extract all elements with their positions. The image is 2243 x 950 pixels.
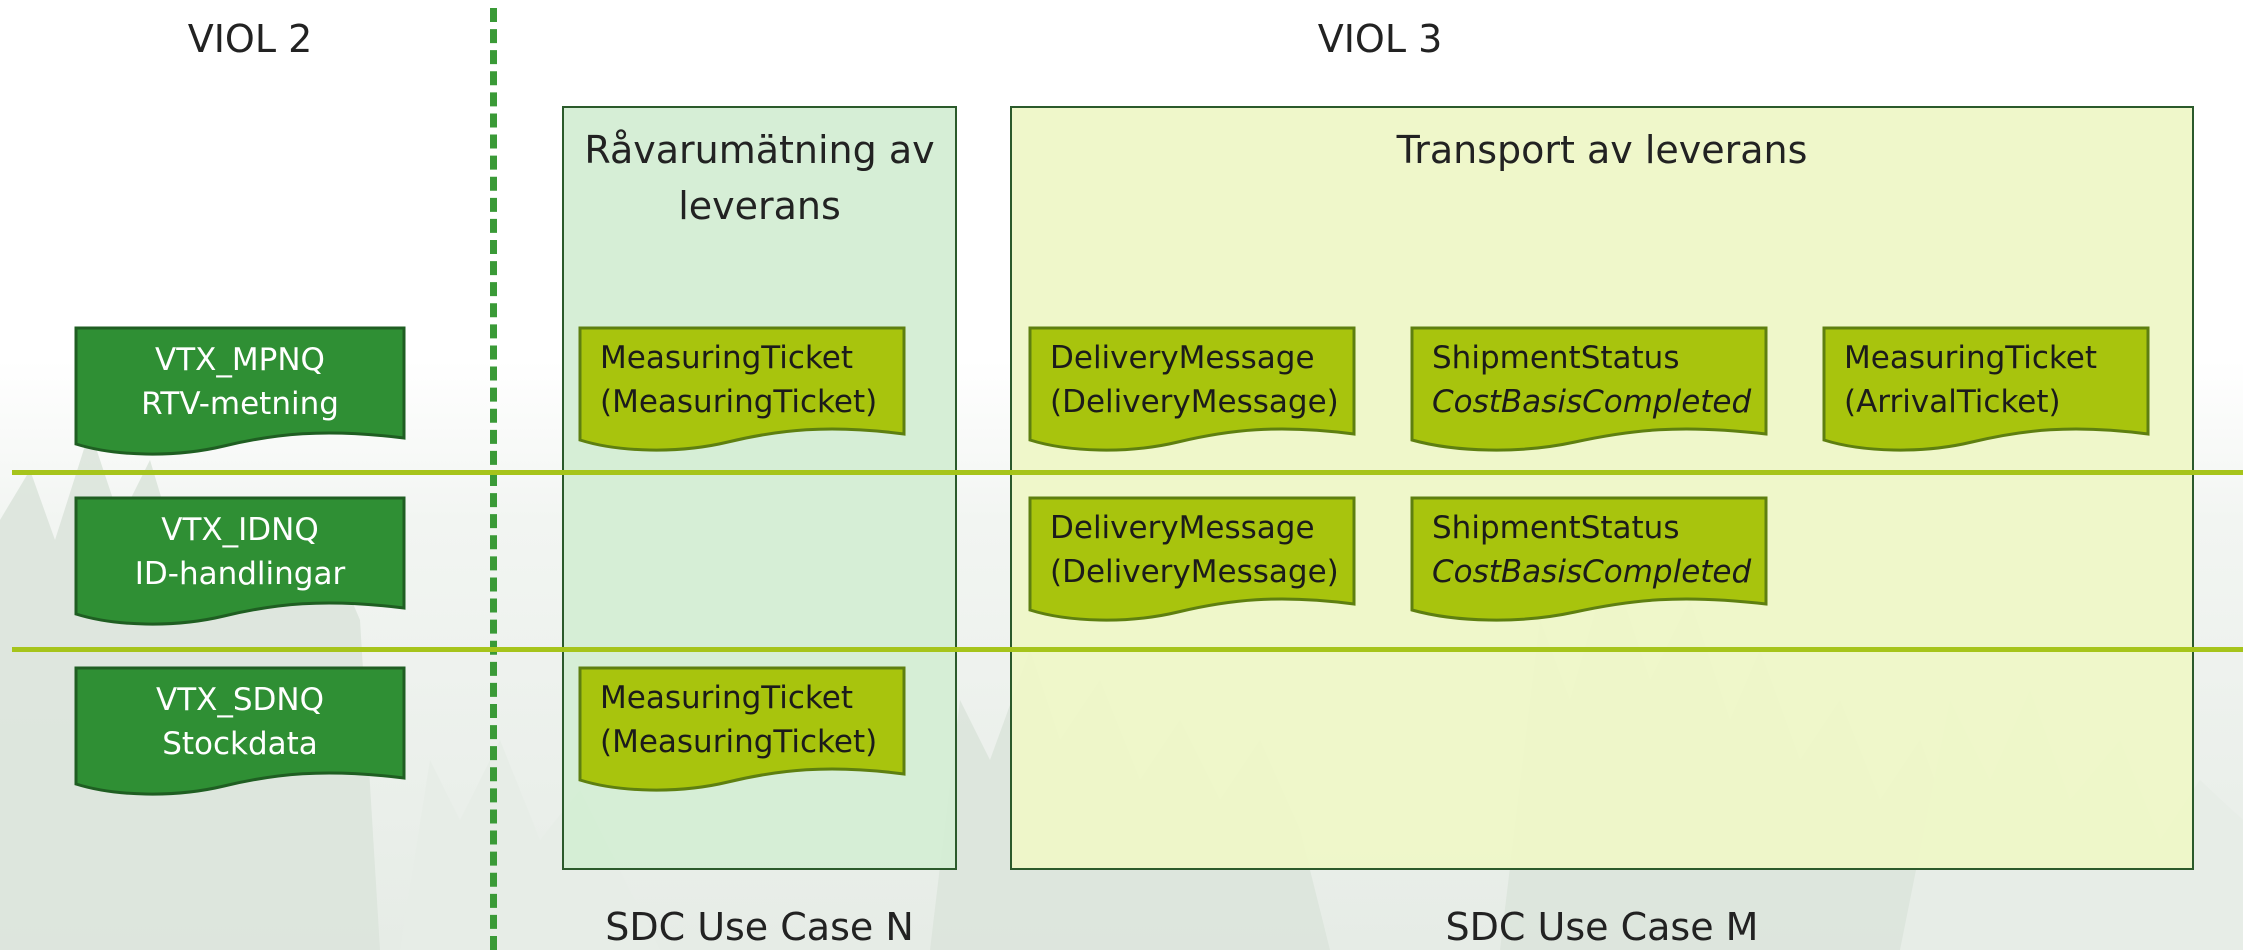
message-doc-text: MeasuringTicket (MeasuringTicket)	[600, 676, 877, 764]
message-doc-r1-delivery-message: DeliveryMessage (DeliveryMessage)	[1028, 326, 1356, 460]
message-doc-r1-arrival-ticket: MeasuringTicket (ArrivalTicket)	[1822, 326, 2150, 460]
message-doc-r3-measuring-ticket: MeasuringTicket (MeasuringTicket)	[578, 666, 906, 800]
use-case-n-title-line2: leverans	[678, 184, 841, 228]
message-doc-text: MeasuringTicket (ArrivalTicket)	[1844, 336, 2097, 424]
message-type: MeasuringTicket	[1844, 340, 2098, 376]
row-code: VTX_IDNQ	[161, 512, 319, 548]
use-case-m-footer: SDC Use Case M	[1445, 905, 1759, 949]
row-name: RTV-metning	[141, 386, 339, 422]
message-subtype: (DeliveryMessage)	[1050, 554, 1339, 590]
message-doc-r2-delivery-message: DeliveryMessage (DeliveryMessage)	[1028, 496, 1356, 630]
message-subtype: (DeliveryMessage)	[1050, 384, 1339, 420]
use-case-n-footer: SDC Use Case N	[605, 905, 914, 949]
message-type: DeliveryMessage	[1050, 340, 1315, 376]
message-type: ShipmentStatus	[1432, 510, 1680, 546]
row-name: Stockdata	[162, 726, 318, 762]
row-name: ID-handlingar	[134, 556, 346, 592]
row-separator-1	[12, 470, 2243, 475]
row-label-idnq-text: VTX_IDNQ ID-handlingar	[74, 508, 406, 596]
row-separator-2	[12, 647, 2243, 652]
row-label-mpnq-text: VTX_MPNQ RTV-metning	[74, 338, 406, 426]
message-subtype: CostBasisCompleted	[1432, 554, 1752, 590]
use-case-m-region: Transport av leverans	[1010, 106, 2194, 870]
message-type: MeasuringTicket	[600, 340, 854, 376]
message-subtype: CostBasisCompleted	[1432, 384, 1752, 420]
row-code: VTX_MPNQ	[155, 342, 325, 378]
message-doc-text: DeliveryMessage (DeliveryMessage)	[1050, 336, 1339, 424]
row-label-idnq: VTX_IDNQ ID-handlingar	[74, 496, 406, 630]
message-doc-r1-measuring-ticket: MeasuringTicket (MeasuringTicket)	[578, 326, 906, 460]
use-case-n-title-line1: Råvarumätning av	[584, 128, 935, 172]
message-doc-r1-shipment-status: ShipmentStatus CostBasisCompleted	[1410, 326, 1768, 460]
message-type: DeliveryMessage	[1050, 510, 1315, 546]
use-case-m-title: Transport av leverans	[1396, 128, 1808, 172]
row-label-sdnq: VTX_SDNQ Stockdata	[74, 666, 406, 800]
use-case-n-title: Råvarumätning av leverans	[564, 122, 955, 234]
viol3-heading: VIOL 3	[1317, 17, 1443, 61]
message-type: MeasuringTicket	[600, 680, 854, 716]
row-code: VTX_SDNQ	[155, 682, 325, 718]
message-doc-r2-shipment-status: ShipmentStatus CostBasisCompleted	[1410, 496, 1768, 630]
message-doc-text: DeliveryMessage (DeliveryMessage)	[1050, 506, 1339, 594]
row-label-sdnq-text: VTX_SDNQ Stockdata	[74, 678, 406, 766]
message-subtype: (MeasuringTicket)	[600, 384, 878, 420]
message-doc-text: MeasuringTicket (MeasuringTicket)	[600, 336, 877, 424]
message-subtype: (ArrivalTicket)	[1844, 384, 2061, 420]
row-label-mpnq: VTX_MPNQ RTV-metning	[74, 326, 406, 460]
message-doc-text: ShipmentStatus CostBasisCompleted	[1432, 506, 1751, 594]
message-type: ShipmentStatus	[1432, 340, 1680, 376]
viol2-heading: VIOL 2	[187, 17, 313, 61]
viol-divider	[490, 8, 497, 950]
message-doc-text: ShipmentStatus CostBasisCompleted	[1432, 336, 1751, 424]
message-subtype: (MeasuringTicket)	[600, 724, 878, 760]
